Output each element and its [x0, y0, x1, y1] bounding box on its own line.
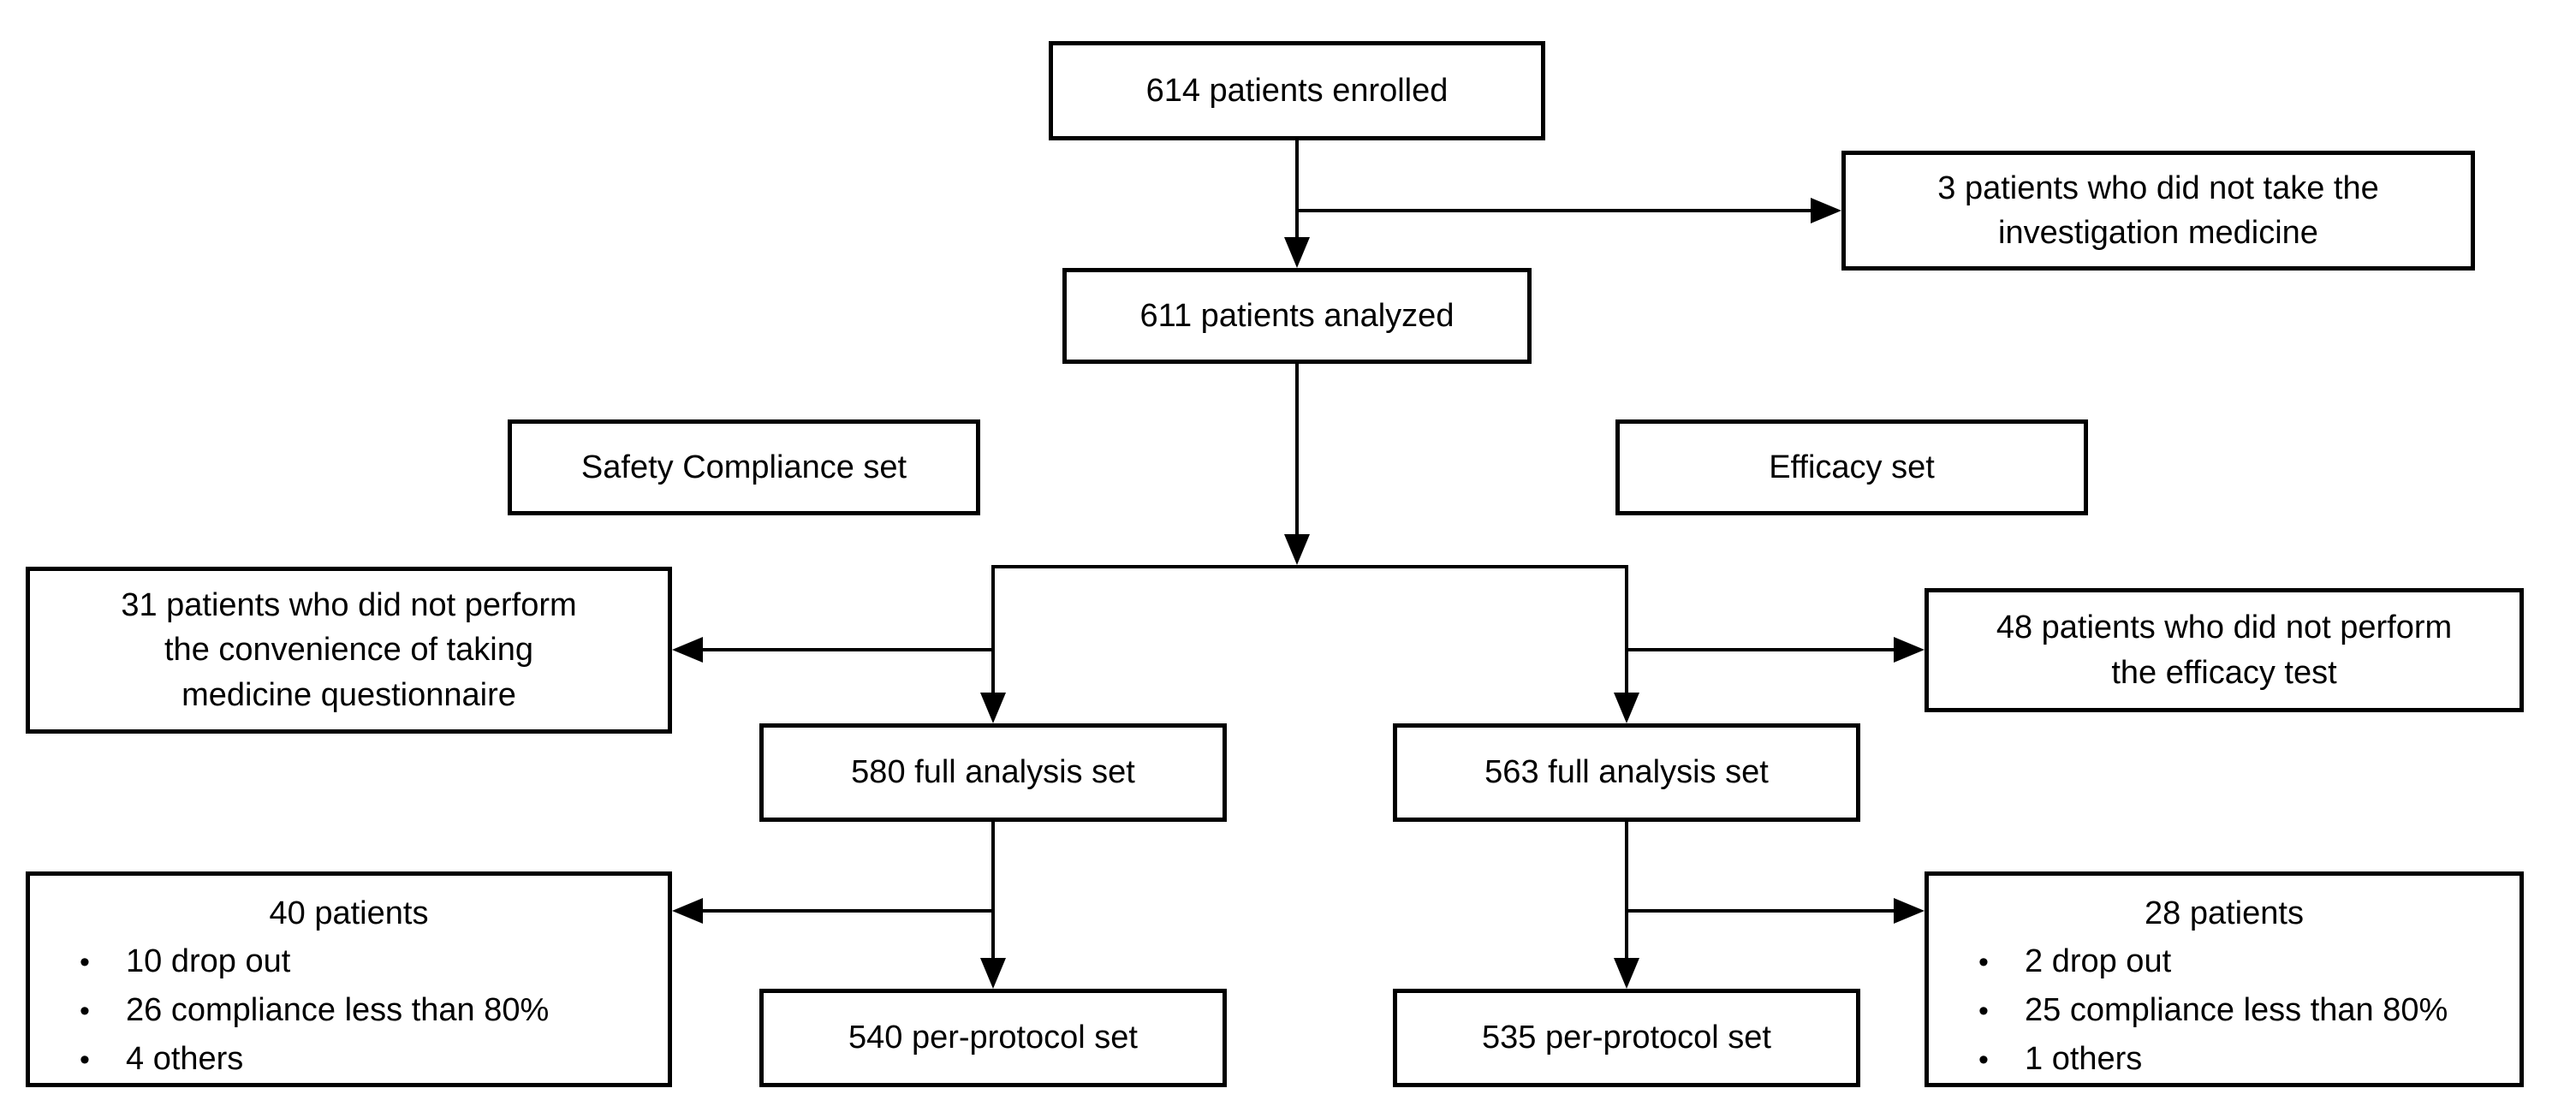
label-safety-compliance-set-text: Safety Compliance set [580, 449, 907, 485]
node-excluded-40-patients: 40 patients • 10 drop out • 26 complianc… [26, 871, 672, 1087]
node-per-protocol-540: 540 per-protocol set [759, 989, 1227, 1087]
bullet-icon: • [80, 995, 90, 1027]
node-full-analysis-563: 563 full analysis set [1393, 723, 1860, 822]
arrowhead-down-icon [980, 958, 1006, 989]
connector-to-no-questionnaire [699, 648, 995, 651]
node-full-analysis-563-label: 563 full analysis set [1484, 754, 1769, 791]
excluded-40-title: 40 patients [269, 895, 429, 931]
node-full-analysis-580-label: 580 full analysis set [851, 754, 1135, 791]
arrowhead-left-icon [672, 898, 703, 924]
excluded-28-item-text: 25 compliance less than 80% [2025, 992, 2448, 1028]
excluded-28-item: • 25 compliance less than 80% [1937, 986, 2511, 1035]
connector-fas580-pps540 [991, 822, 995, 958]
excluded-40-item-text: 26 compliance less than 80% [126, 992, 550, 1028]
label-efficacy-set: Efficacy set [1615, 419, 2088, 515]
excluded-28-item: • 2 drop out [1937, 937, 2511, 986]
node-excluded-no-efficacy-test-label: 48 patients who did not perform the effi… [1996, 610, 2453, 691]
node-excluded-no-medicine: 3 patients who did not take the investig… [1841, 151, 2475, 271]
node-per-protocol-535: 535 per-protocol set [1393, 989, 1860, 1087]
node-per-protocol-540-label: 540 per-protocol set [848, 1020, 1138, 1056]
node-enrolled: 614 patients enrolled [1049, 41, 1545, 140]
arrowhead-down-icon [980, 693, 1006, 723]
arrowhead-down-icon [1614, 693, 1639, 723]
connector-left-branch [991, 565, 995, 694]
excluded-40-item: • 26 compliance less than 80% [39, 986, 659, 1035]
node-analyzed-label: 611 patients analyzed [1139, 297, 1455, 334]
connector-right-branch [1625, 565, 1628, 694]
arrowhead-right-icon [1894, 898, 1925, 924]
excluded-28-item: • 1 others [1937, 1035, 2511, 1084]
bullet-icon: • [1978, 995, 1989, 1027]
connector-enrolled-analyzed [1295, 140, 1299, 242]
node-excluded-no-questionnaire: 31 patients who did not perform the conv… [26, 567, 672, 734]
connector-to-28-patients [1625, 909, 1897, 913]
arrowhead-right-icon [1811, 198, 1841, 223]
arrowhead-down-icon [1614, 958, 1639, 989]
arrowhead-down-icon [1284, 237, 1310, 268]
bullet-icon: • [1978, 1044, 1989, 1076]
node-full-analysis-580: 580 full analysis set [759, 723, 1227, 822]
arrowhead-right-icon [1894, 637, 1925, 663]
node-excluded-28-patients: 28 patients • 2 drop out • 25 compliance… [1925, 871, 2524, 1087]
excluded-40-item-text: 10 drop out [126, 943, 291, 979]
node-enrolled-label: 614 patients enrolled [1145, 72, 1449, 109]
excluded-28-item-text: 1 others [2025, 1041, 2143, 1077]
connector-split-bar [991, 565, 1628, 568]
label-efficacy-set-text: Efficacy set [1769, 449, 1935, 485]
excluded-40-item-text: 4 others [126, 1041, 244, 1077]
node-excluded-no-medicine-label: 3 patients who did not take the investig… [1937, 169, 2379, 251]
bullet-icon: • [1978, 946, 1989, 978]
bullet-icon: • [80, 946, 90, 978]
node-analyzed: 611 patients analyzed [1062, 268, 1532, 364]
arrowhead-left-icon [672, 637, 703, 663]
connector-analyzed-split [1295, 364, 1299, 536]
label-safety-compliance-set: Safety Compliance set [508, 419, 980, 515]
arrowhead-down-icon [1284, 534, 1310, 565]
node-per-protocol-535-label: 535 per-protocol set [1482, 1020, 1771, 1056]
node-excluded-no-questionnaire-label: 31 patients who did not perform the conv… [121, 586, 577, 713]
excluded-40-item: • 10 drop out [39, 937, 659, 986]
excluded-28-title: 28 patients [2145, 895, 2304, 931]
excluded-28-item-text: 2 drop out [2025, 943, 2172, 979]
connector-to-40-patients [699, 909, 995, 913]
bullet-icon: • [80, 1044, 90, 1076]
connector-branch-no-medicine [1295, 209, 1812, 212]
node-excluded-no-efficacy-test: 48 patients who did not perform the effi… [1925, 588, 2524, 712]
connector-to-no-efficacy-test [1625, 648, 1897, 651]
excluded-40-item: • 4 others [39, 1035, 659, 1084]
connector-fas563-pps535 [1625, 822, 1628, 958]
